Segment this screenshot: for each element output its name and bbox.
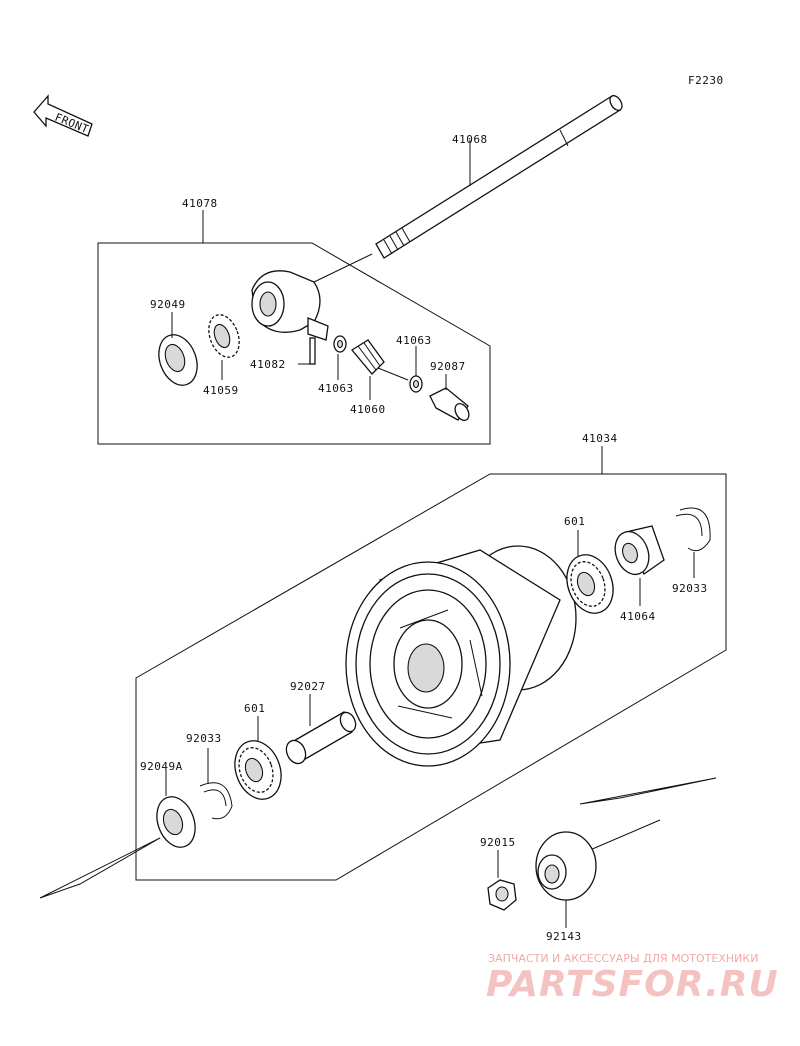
label-41078: 41078 (182, 197, 218, 210)
axle-centerline-segment (589, 819, 661, 851)
axle-centerline-arrow-left (39, 837, 161, 899)
drive-gear-41059 (208, 314, 240, 358)
label-41063-left: 41063 (318, 382, 354, 395)
wheel-hub (345, 545, 577, 767)
figure-code: F2230 (688, 74, 724, 87)
label-92049A: 92049A (140, 760, 183, 773)
spacer-tube-92027 (285, 711, 357, 765)
label-92087: 92087 (430, 360, 466, 373)
bearing-601-right (566, 554, 614, 614)
label-41063-right: 41063 (396, 334, 432, 347)
label-601-left: 601 (244, 702, 265, 715)
collar-41064 (614, 525, 665, 576)
label-92049: 92049 (150, 298, 186, 311)
label-601-right: 601 (564, 515, 585, 528)
watermark-tagline: ЗАПЧАСТИ И АКСЕССУАРЫ ДЛЯ МОТОТЕХНИКИ (488, 952, 758, 965)
axle-41068 (375, 95, 623, 259)
bearing-601-left (234, 740, 282, 800)
collar-92143 (535, 831, 597, 901)
washer-41063-right (409, 375, 423, 393)
assembly-frame-41078 (97, 242, 491, 445)
label-41064: 41064 (620, 610, 656, 623)
assembly-frame-41034 (135, 473, 727, 881)
pinion-41060 (351, 339, 409, 381)
label-41082: 41082 (250, 358, 286, 371)
label-41060: 41060 (350, 403, 386, 416)
label-41059: 41059 (203, 384, 239, 397)
washer-41063-left (333, 335, 347, 353)
gearbox-housing (251, 253, 373, 341)
label-92015: 92015 (480, 836, 516, 849)
label-92143: 92143 (546, 930, 582, 943)
axle-centerline-arrow-right (579, 777, 717, 805)
front-direction-arrow-icon: FRONT (33, 94, 93, 137)
seal-92049 (158, 334, 198, 386)
label-92027: 92027 (290, 680, 326, 693)
label-41068: 41068 (452, 133, 488, 146)
label-41034: 41034 (582, 432, 618, 445)
bushing-92087 (429, 387, 470, 422)
pin-41082 (309, 337, 316, 365)
label-92033-right: 92033 (672, 582, 708, 595)
circlip-92033-left (199, 782, 233, 820)
nut-92015 (487, 879, 517, 911)
label-92033-left: 92033 (186, 732, 222, 745)
watermark-brand: PARTSFOR.RU (486, 964, 779, 1005)
circlip-92033-right (675, 507, 711, 552)
seal-92049A (156, 796, 196, 848)
